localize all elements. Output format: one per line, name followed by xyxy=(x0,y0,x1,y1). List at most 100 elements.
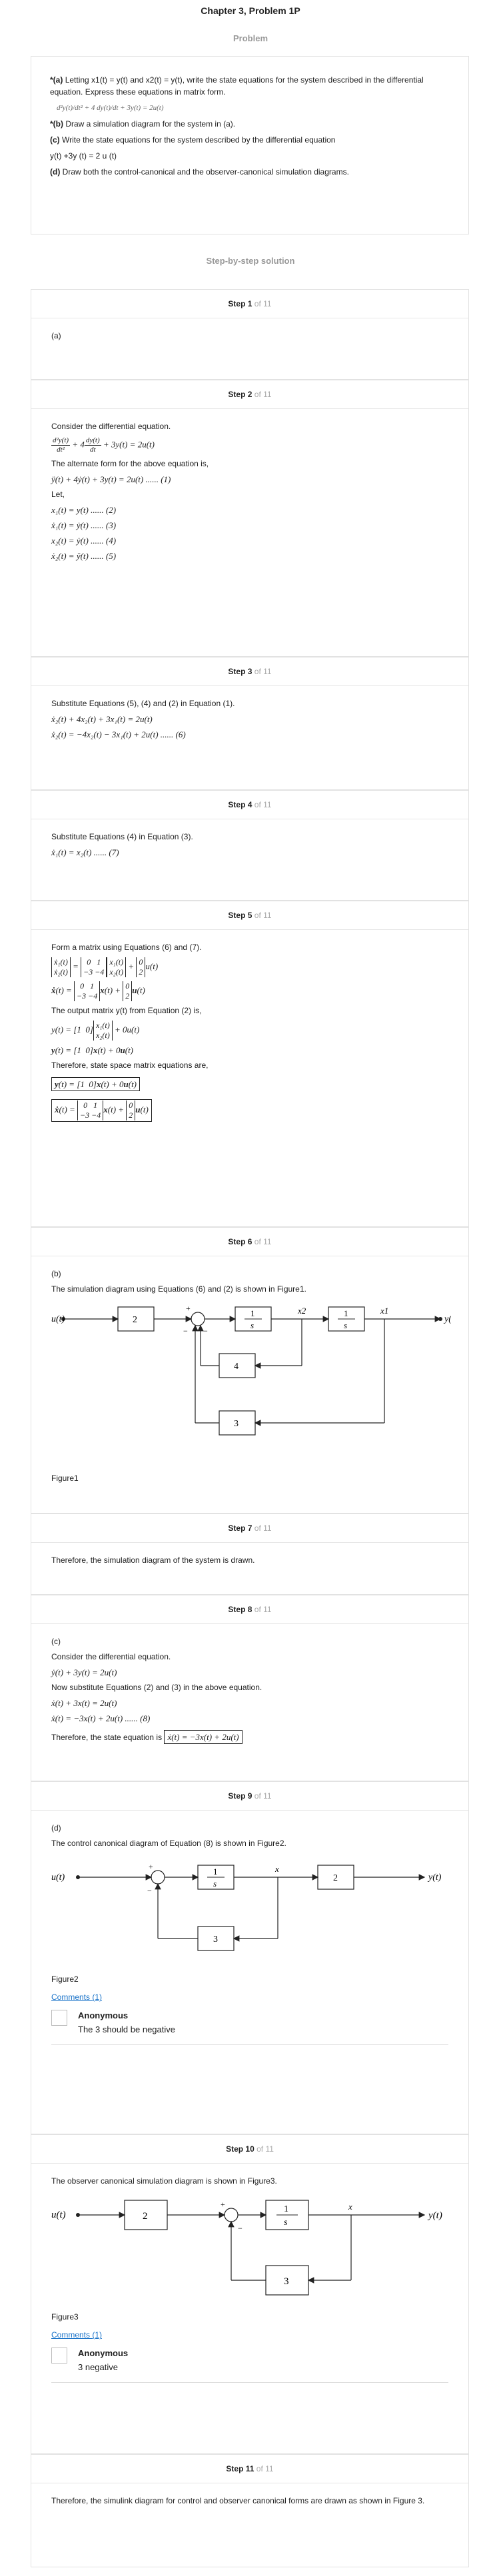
x2-label: x2 xyxy=(297,1306,306,1316)
step-card-2: Step 2 of 11 Consider the differential e… xyxy=(31,380,469,657)
simulation-diagram-figure1: u(t) y(t) 2 1 s 1 s 4 3 x2 x1 + − − xyxy=(51,1304,458,1436)
step-text: Substitute Equations (5), (4) and (2) in… xyxy=(51,699,235,708)
step-part-label: (b) xyxy=(51,1269,61,1278)
step-text: The output matrix y(t) from Equation (2)… xyxy=(51,1006,202,1015)
gain-2: 2 xyxy=(333,1873,338,1883)
comments-link[interactable]: Comments (1) xyxy=(51,2330,103,2340)
solution-heading: Step-by-step solution xyxy=(206,256,295,266)
step-text: Therefore, the simulink diagram for cont… xyxy=(51,2496,425,2505)
minus-sign: − xyxy=(183,1326,188,1336)
equation-6: ẋ₂(t) = −4x₂(t) − 3x₁(t) + 2u(t) ...... … xyxy=(51,729,186,739)
x1-label: x1 xyxy=(380,1306,388,1316)
page-title: Chapter 3, Problem 1P xyxy=(201,5,300,16)
integrator-den: s xyxy=(344,1320,347,1330)
step-header: Step 2 of 11 xyxy=(228,390,272,399)
equation-5: ẋ₂(t) = ÿ(t) ...... (5) xyxy=(51,551,117,561)
u-label: u(t) xyxy=(51,1314,65,1324)
figure-caption: Figure1 xyxy=(51,1474,79,1483)
y-label: y(t) xyxy=(443,1314,451,1324)
step-card-10: Step 10 of 11 The observer canonical sim… xyxy=(31,2134,469,2454)
step-text: The simulation diagram using Equations (… xyxy=(51,1284,306,1294)
problem-ode: d²y(t)/dt² + 4 dy(t)/dt + 3y(t) = 2u(t) xyxy=(57,104,164,112)
gain-3: 3 xyxy=(234,1419,239,1429)
x-label: x xyxy=(348,2202,352,2212)
output-matrix-eq: y(t) = [1 0]x₁(t)x₂(t) + 0u(t) xyxy=(51,1021,140,1041)
step-card-3: Step 3 of 11 Substitute Equations (5), (… xyxy=(31,657,469,790)
integrator-den: s xyxy=(250,1320,254,1330)
step-header: Step 7 of 11 xyxy=(228,1523,272,1533)
y-label: y(t) xyxy=(427,1873,442,1883)
plus-sign: + xyxy=(186,1304,191,1313)
step-card-9: Step 9 of 11 (d) The control canonical d… xyxy=(31,1781,469,2134)
step-text: The observer canonical simulation diagra… xyxy=(51,2176,277,2186)
equation: ẋ(t) + 3x(t) = 2u(t) xyxy=(51,1698,117,1708)
equation: ẋ₂(t) + 4x₂(t) + 3x₁(t) = 2u(t) xyxy=(51,714,153,724)
integrator-num: 1 xyxy=(284,2204,288,2214)
minus-sign: − xyxy=(147,1886,152,1895)
step-text: Consider the differential equation. xyxy=(51,422,171,431)
step-card-4: Step 4 of 11 Substitute Equations (4) in… xyxy=(31,790,469,901)
step-text: Therefore, the simulation diagram of the… xyxy=(51,1555,255,1565)
comment-text: 3 negative xyxy=(78,2362,118,2372)
step-header: Step 8 of 11 xyxy=(228,1605,272,1614)
step-header: Step 6 of 11 xyxy=(228,1237,272,1246)
problem-part-c: (c) Write the state equations for the sy… xyxy=(50,135,336,145)
plus-sign: + xyxy=(221,2200,225,2209)
x-label: x xyxy=(274,1864,279,1874)
integrator-num: 1 xyxy=(213,1867,218,1877)
problem-part-a: *(a) Letting x1(t) = y(t) and x2(t) = y(… xyxy=(50,75,424,97)
comments-link[interactable]: Comments (1) xyxy=(51,1992,103,2002)
step-card-5: Step 5 of 11 Form a matrix using Equatio… xyxy=(31,901,469,1227)
integrator-den: s xyxy=(213,1879,217,1889)
step-header: Step 10 of 11 xyxy=(226,2144,274,2154)
step-card-1: Step 1 of 11 (a) xyxy=(31,289,469,380)
integrator-num: 1 xyxy=(250,1308,255,1318)
integrator-num: 1 xyxy=(344,1308,348,1318)
problem-card: *(a) Letting x1(t) = y(t) and x2(t) = y(… xyxy=(31,56,469,234)
figure-caption: Figure2 xyxy=(51,1974,79,1984)
gain-3: 3 xyxy=(284,2276,289,2287)
comment: Anonymous 3 negative xyxy=(51,2348,448,2383)
step-header: Step 1 of 11 xyxy=(228,299,272,308)
equation-2: x₁(t) = y(t) ...... (2) xyxy=(51,505,117,515)
equation-8: ẋ(t) = −3x(t) + 2u(t) ...... (8) xyxy=(51,1713,151,1723)
u-label: u(t) xyxy=(51,2210,66,2220)
problem-part-b: *(b) Draw a simulation diagram for the s… xyxy=(50,119,236,129)
step-text: Let, xyxy=(51,490,65,499)
plus-sign: + xyxy=(149,1862,153,1871)
comment: Anonymous The 3 should be negative xyxy=(51,2010,448,2045)
control-canonical-figure2: u(t) y(t) 1 s 2 3 x + − xyxy=(51,1862,442,1951)
step-text: Form a matrix using Equations (6) and (7… xyxy=(51,943,202,952)
step-text: Substitute Equations (4) in Equation (3)… xyxy=(51,832,193,841)
step-text: The alternate form for the above equatio… xyxy=(51,459,209,468)
step-header: Step 11 of 11 xyxy=(226,2464,274,2473)
integrator-den: s xyxy=(284,2218,288,2228)
step-text: (a) xyxy=(51,331,61,340)
minus-sign: − xyxy=(238,2224,243,2233)
comment-author: Anonymous xyxy=(78,2348,129,2358)
step-header: Step 9 of 11 xyxy=(228,1791,272,1801)
step-part-label: (c) xyxy=(51,1637,61,1646)
avatar xyxy=(51,2348,67,2363)
minus-sign: − xyxy=(203,1326,208,1336)
step-header: Step 5 of 11 xyxy=(228,911,272,920)
equation-7: ẋ₁(t) = x₂(t) ...... (7) xyxy=(51,847,119,857)
step-text: Therefore, state space matrix equations … xyxy=(51,1061,209,1070)
equation: ẏ(t) + 3y(t) = 2u(t) xyxy=(51,1667,117,1677)
gain-2: 2 xyxy=(133,1315,137,1325)
step-text: Now substitute Equations (2) and (3) in … xyxy=(51,1683,262,1692)
boxed-output-eq: y(t) = [1 0]x(t) + 0u(t) xyxy=(51,1075,448,1093)
gain-4: 4 xyxy=(234,1362,239,1372)
comment-author: Anonymous xyxy=(78,2010,129,2020)
step-card-6: Step 6 of 11 (b) The simulation diagram … xyxy=(31,1227,469,1513)
figure-caption: Figure3 xyxy=(51,2312,79,2322)
equation-3: ẋ₁(t) = ẏ(t) ...... (3) xyxy=(51,520,117,530)
comment-text: The 3 should be negative xyxy=(78,2024,175,2034)
gain-3: 3 xyxy=(213,1934,218,1944)
step-text: Consider the differential equation. xyxy=(51,1652,171,1661)
